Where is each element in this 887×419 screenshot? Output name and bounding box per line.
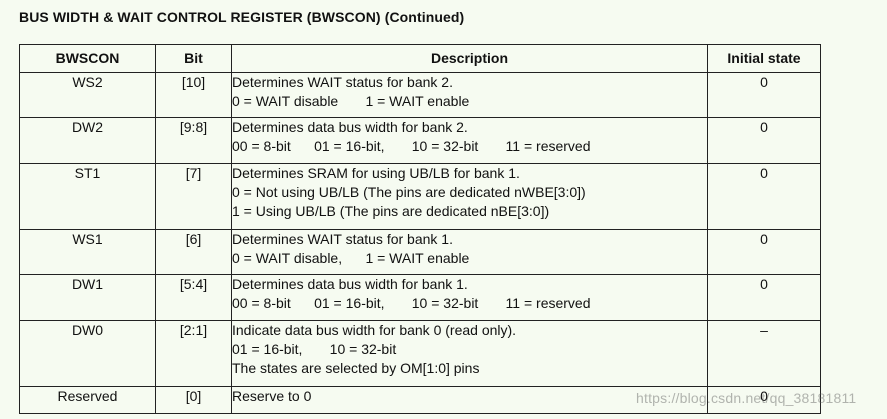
- row-bit: [5:4]: [155, 274, 232, 321]
- header-bit: Bit: [155, 44, 232, 73]
- table-row: WS1 [6] Determines WAIT status for bank …: [19, 229, 821, 275]
- row-name: DW1: [19, 274, 156, 321]
- row-bit: [10]: [155, 72, 232, 118]
- row-name: WS2: [19, 72, 156, 118]
- row-description: Determines WAIT status for bank 1. 0 = W…: [231, 229, 708, 275]
- row-bit: [7]: [155, 163, 232, 230]
- row-bit: [2:1]: [155, 320, 232, 387]
- row-bit: [6]: [155, 229, 232, 275]
- row-bit: [0]: [155, 386, 232, 414]
- row-name: Reserved: [19, 386, 156, 414]
- table-row: DW2 [9:8] Determines data bus width for …: [19, 117, 821, 164]
- row-initial-state: 0: [707, 72, 821, 118]
- row-initial-state: 0: [707, 274, 821, 321]
- row-name: DW2: [19, 117, 156, 164]
- row-name: DW0: [19, 320, 156, 387]
- table-row: WS2 [10] Determines WAIT status for bank…: [19, 72, 821, 118]
- row-initial-state: 0: [707, 229, 821, 275]
- row-description: Determines data bus width for bank 2. 00…: [231, 117, 708, 164]
- table-row: ST1 [7] Determines SRAM for using UB/LB …: [19, 163, 821, 230]
- row-name: WS1: [19, 229, 156, 275]
- table-row: DW1 [5:4] Determines data bus width for …: [19, 274, 821, 321]
- row-description: Determines WAIT status for bank 2. 0 = W…: [231, 72, 708, 118]
- header-description: Description: [231, 44, 708, 73]
- row-description: Determines data bus width for bank 1. 00…: [231, 274, 708, 321]
- table-header-row: BWSCON Bit Description Initial state: [19, 44, 821, 73]
- page-title: BUS WIDTH & WAIT CONTROL REGISTER (BWSCO…: [19, 9, 465, 25]
- row-bit: [9:8]: [155, 117, 232, 164]
- table-row: DW0 [2:1] Indicate data bus width for ba…: [19, 320, 821, 387]
- header-bwscon: BWSCON: [19, 44, 156, 73]
- register-table: BWSCON Bit Description Initial state WS2…: [19, 44, 821, 414]
- row-name: ST1: [19, 163, 156, 230]
- row-initial-state: 0: [707, 163, 821, 230]
- table-row: Reserved [0] Reserve to 0 0: [19, 386, 821, 414]
- watermark: https://blog.csdn.net/qq_38181811: [636, 390, 857, 406]
- row-initial-state: 0: [707, 386, 821, 414]
- row-description: Determines SRAM for using UB/LB for bank…: [231, 163, 708, 230]
- header-initial-state: Initial state: [707, 44, 821, 73]
- row-initial-state: 0: [707, 117, 821, 164]
- row-description: Indicate data bus width for bank 0 (read…: [231, 320, 708, 387]
- row-initial-state: –: [707, 320, 821, 387]
